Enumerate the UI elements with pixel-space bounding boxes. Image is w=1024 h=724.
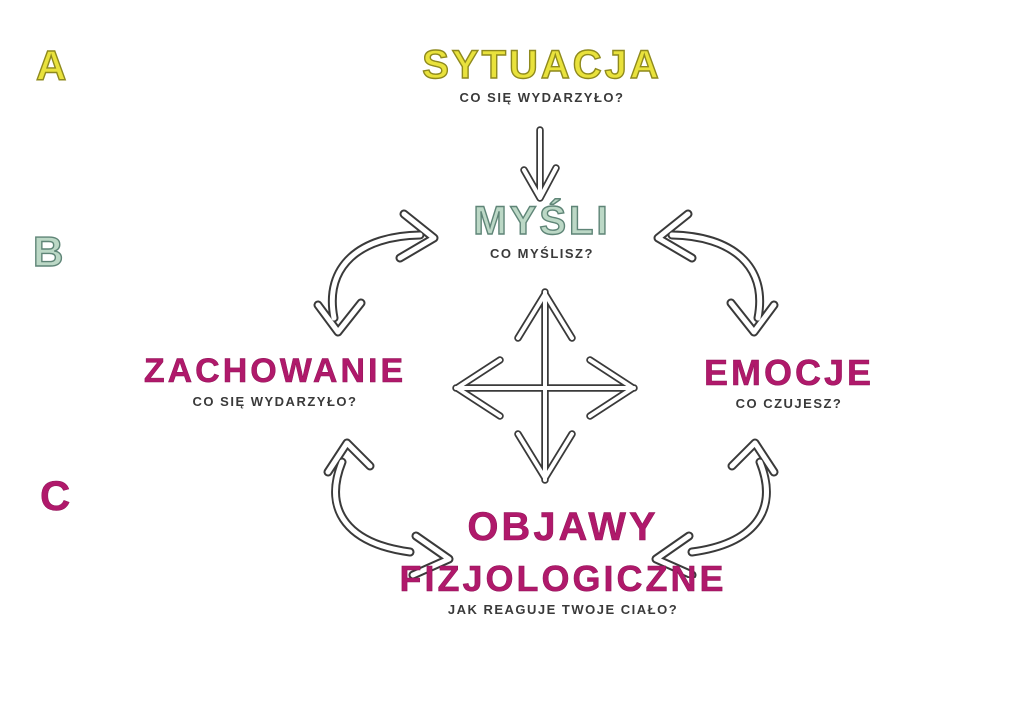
stage-letter-c: C [40, 472, 71, 520]
stage-letter-a: A [35, 41, 67, 89]
node-situation: SYTUACJA CO SIĘ WYDARZYŁO? [392, 43, 692, 105]
node-emotions: EMOCJE CO CZUJESZ? [664, 352, 914, 411]
arrow-emotions-symptoms-icon [651, 438, 779, 578]
situation-title: SYTUACJA [422, 43, 662, 87]
arrow-cross-center-icon [452, 288, 638, 484]
symptoms-title-line2: FIZJOLOGICZNE [399, 558, 727, 599]
emotions-subtitle: CO CZUJESZ? [735, 395, 843, 411]
node-thoughts: MYŚLI CO MYŚLISZ? [412, 199, 672, 261]
node-behavior: ZACHOWANIE CO SIĘ WYDARZYŁO? [125, 352, 425, 409]
behavior-subtitle: CO SIĘ WYDARZYŁO? [192, 393, 358, 409]
situation-subtitle: CO SIĘ WYDARZYŁO? [459, 90, 625, 105]
emotions-title: EMOCJE [703, 352, 875, 393]
thoughts-subtitle: CO MYŚLISZ? [490, 246, 594, 261]
thoughts-title: MYŚLI [473, 199, 611, 243]
arrow-thoughts-behavior-icon [313, 209, 439, 337]
arrow-situation-to-thoughts-icon [520, 126, 560, 202]
stage-letter-b: B [32, 227, 64, 275]
arrow-thoughts-emotions-icon [653, 209, 779, 337]
behavior-title: ZACHOWANIE [143, 352, 407, 390]
node-symptoms: OBJAWY FIZJOLOGICZNE JAK REAGUJE TWOJE C… [383, 506, 743, 617]
arrow-behavior-symptoms-icon [323, 438, 454, 578]
symptoms-subtitle: JAK REAGUJE TWOJE CIAŁO? [447, 601, 679, 617]
symptoms-title-line1: OBJAWY [467, 505, 659, 549]
